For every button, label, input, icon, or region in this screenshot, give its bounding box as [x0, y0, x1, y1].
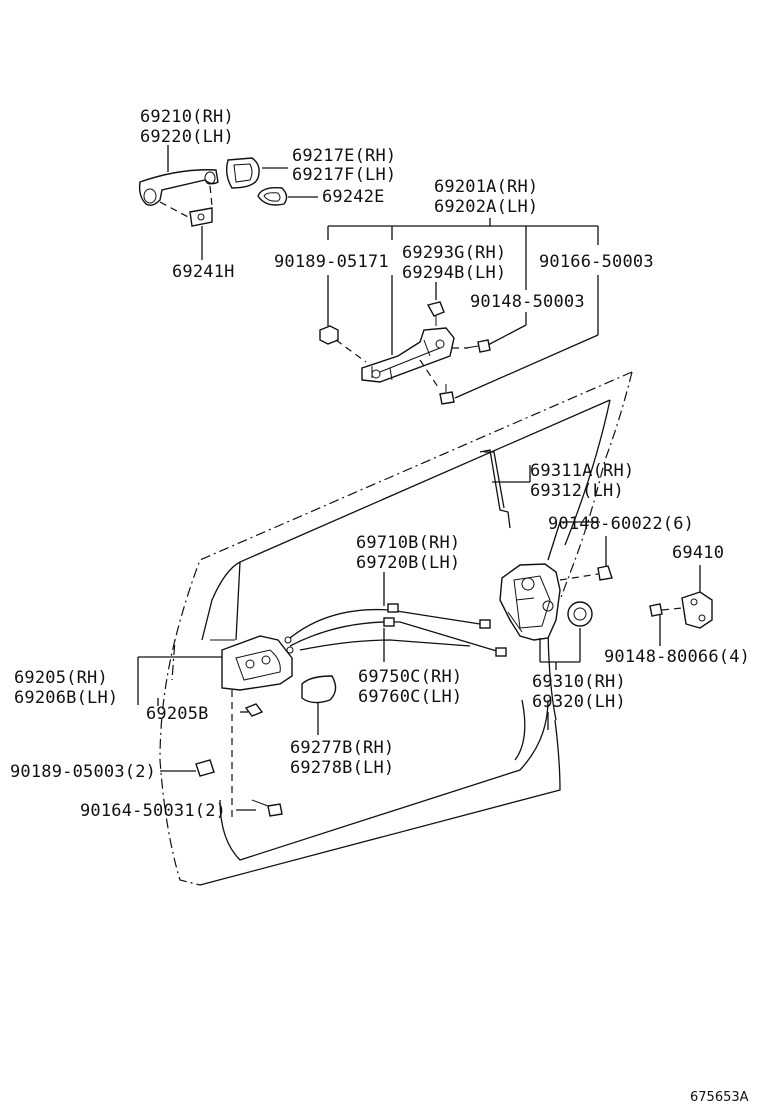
label-69220-lh[interactable]: 69220(LH) [140, 127, 234, 147]
label-90148-60022[interactable]: 90148-60022(6) [548, 514, 695, 534]
handle-frame-part [361, 327, 455, 383]
inside-handle-part [221, 635, 293, 691]
handle-cap-part [225, 157, 260, 189]
label-69294b-lh[interactable]: 69294B(LH) [402, 263, 507, 283]
nut-part [319, 325, 339, 345]
label-69720b-lh[interactable]: 69720B(LH) [356, 553, 461, 573]
label-90148-50003[interactable]: 90148-50003 [470, 292, 585, 312]
lock-cap-part [567, 601, 593, 627]
screw-part-a [465, 339, 491, 353]
label-69205-rh[interactable]: 69205(RH) [14, 668, 108, 688]
label-90166-50003[interactable]: 90166-50003 [539, 252, 654, 272]
clip-part [195, 759, 215, 777]
diagram-reference-id: 675653A [690, 1090, 749, 1105]
lock-rod-part [479, 449, 511, 529]
label-69320-lh[interactable]: 69320(LH) [532, 692, 626, 712]
bottom-screw-part [251, 799, 283, 817]
label-69750c-rh[interactable]: 69750C(RH) [358, 667, 463, 687]
label-69293g-rh[interactable]: 69293G(RH) [402, 243, 507, 263]
gasket-part [257, 186, 288, 206]
door-lock-part [499, 563, 561, 641]
handle-pad-part [189, 207, 213, 227]
label-90148-80066[interactable]: 90148-80066(4) [604, 647, 751, 667]
label-69410[interactable]: 69410 [672, 543, 725, 563]
label-69217e-rh[interactable]: 69217E(RH) [292, 146, 397, 166]
label-69312-lh[interactable]: 69312(LH) [530, 481, 624, 501]
inside-handle-cover-part [301, 675, 337, 704]
bracket-leader-lines [327, 218, 599, 399]
label-69217f-lh[interactable]: 69217F(LH) [292, 165, 397, 185]
release-cables-part [284, 603, 507, 657]
screw-part-b [439, 384, 455, 405]
inside-handle-screw-part [244, 703, 264, 717]
label-90164-50031[interactable]: 90164-50031(2) [80, 801, 227, 821]
door-striker-part [681, 591, 713, 629]
label-69242e[interactable]: 69242E [322, 187, 385, 207]
frame-clip-part [426, 301, 445, 326]
label-90189-05171[interactable]: 90189-05171 [274, 252, 389, 272]
door-outline [159, 371, 633, 886]
label-69277b-rh[interactable]: 69277B(RH) [290, 738, 395, 758]
label-69241h[interactable]: 69241H [172, 262, 235, 282]
label-69710b-rh[interactable]: 69710B(RH) [356, 533, 461, 553]
label-69310-rh[interactable]: 69310(RH) [532, 672, 626, 692]
label-69311a-rh[interactable]: 69311A(RH) [530, 461, 635, 481]
label-69205b[interactable]: 69205B [146, 704, 209, 724]
lock-screw-part [559, 565, 613, 581]
label-69206b-lh[interactable]: 69206B(LH) [14, 688, 119, 708]
label-69202a-lh[interactable]: 69202A(LH) [434, 197, 539, 217]
label-69278b-lh[interactable]: 69278B(LH) [290, 758, 395, 778]
label-69210-rh[interactable]: 69210(RH) [140, 107, 234, 127]
label-69201a-rh[interactable]: 69201A(RH) [434, 177, 539, 197]
striker-screw-part [649, 603, 683, 617]
label-69760c-lh[interactable]: 69760C(LH) [358, 687, 463, 707]
label-90189-05003[interactable]: 90189-05003(2) [10, 762, 157, 782]
outside-handle-part [138, 169, 219, 207]
